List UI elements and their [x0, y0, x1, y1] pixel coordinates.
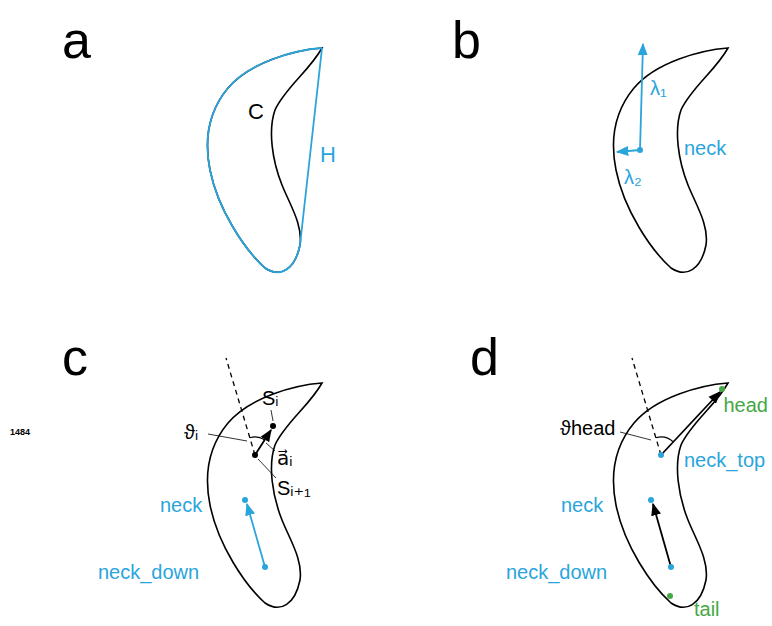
- tail-point: [667, 593, 673, 599]
- point-label: neck_down: [506, 562, 607, 582]
- panel-letter: d: [470, 331, 499, 383]
- leader-line: [208, 434, 247, 441]
- point-label: neck_top: [684, 450, 765, 470]
- point-label: neck: [561, 495, 603, 515]
- head-point: [719, 386, 725, 392]
- panel-letter: c: [62, 331, 88, 383]
- angle-arc: [250, 437, 265, 440]
- point-label: neck: [160, 495, 202, 515]
- neck-vector: [247, 504, 265, 567]
- page-number: 1484: [10, 428, 30, 437]
- neck-point: [648, 497, 654, 503]
- leader-line: [258, 459, 276, 478]
- contour-label: C: [248, 101, 264, 123]
- eigen-vector: [617, 150, 640, 152]
- worm-contour: [613, 48, 728, 272]
- panel-letter: a: [62, 14, 91, 66]
- vector-label: a⃗ᵢ: [277, 448, 292, 468]
- neck-vector: [653, 504, 671, 567]
- segment-point: [252, 452, 258, 458]
- eigen-vector: [640, 44, 643, 150]
- point-label: Sᵢ: [262, 388, 278, 408]
- neck-down-point: [262, 564, 268, 570]
- neck-point: [637, 147, 643, 153]
- panel-letter: b: [452, 14, 481, 66]
- head-vector: [661, 392, 720, 455]
- angle-label: ϑᵢ: [184, 422, 198, 442]
- segment-vector: [255, 430, 271, 455]
- neck-point: [242, 497, 248, 503]
- point-label: head: [724, 395, 769, 415]
- eigenvalue-label: λ₁: [650, 78, 667, 98]
- neck-down-point: [668, 564, 674, 570]
- point-label: Sᵢ₊₁: [277, 478, 311, 498]
- segment-point: [270, 423, 276, 429]
- hull-label: H: [320, 144, 336, 166]
- direction-line: [632, 358, 661, 455]
- convex-hull: [207, 48, 322, 272]
- worm-contour: [207, 48, 322, 272]
- point-label: neck: [684, 138, 726, 158]
- worm-contour: [613, 383, 728, 607]
- leader-line: [266, 443, 275, 451]
- leader-line: [620, 432, 651, 440]
- leader-line: [271, 410, 273, 421]
- neck-top-point: [658, 452, 664, 458]
- worm-contour: [207, 383, 322, 607]
- point-label: neck_down: [98, 562, 199, 582]
- direction-line: [226, 358, 255, 455]
- angle-label: ϑhead: [560, 418, 615, 438]
- point-label: tail: [694, 599, 720, 619]
- angle-arc: [656, 437, 674, 442]
- eigenvalue-label: λ₂: [624, 167, 642, 187]
